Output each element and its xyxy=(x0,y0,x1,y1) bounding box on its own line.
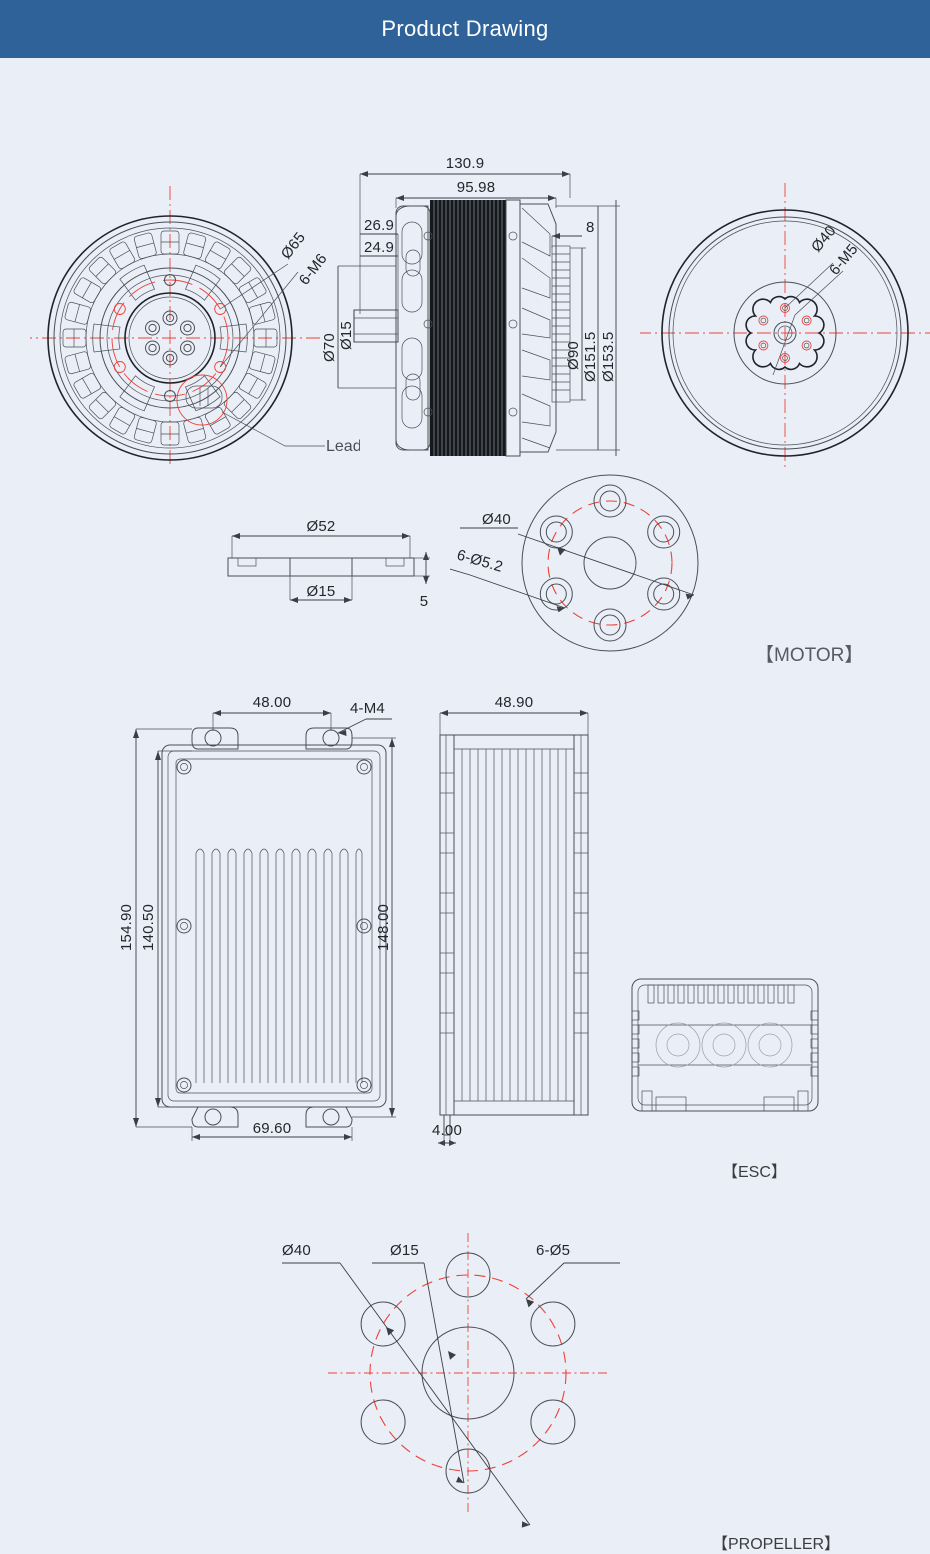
dim-shaft-step-b-text: 24.9 xyxy=(364,239,394,256)
drawing-sheet: Ø65 6-M6 Lead xyxy=(0,58,930,1553)
dim-esc-depth xyxy=(439,710,589,735)
dim-adapter-bore-dia-text: Ø15 xyxy=(307,583,336,600)
dim-esc-mount-span-text: 48.00 xyxy=(253,694,292,711)
dim-esc-body-height-text: 140.50 xyxy=(140,904,157,951)
dim-mid-dia-text: Ø151.5 xyxy=(582,332,599,382)
dim-overall-length-text: 130.9 xyxy=(446,155,485,172)
motor-rear-bolt-circle-label: Ø40 xyxy=(808,222,840,255)
esc-mount-ears xyxy=(191,727,353,750)
dim-esc-tab-thickness-text: 4.00 xyxy=(432,1122,462,1139)
page-header: Product Drawing xyxy=(0,0,930,58)
esc-top-view: 48.00 4-M4 154.90 140.50 148.00 xyxy=(118,694,396,1141)
dim-inner-dia-text: Ø90 xyxy=(565,341,582,370)
dim-fin-depth-text: 8 xyxy=(586,219,595,236)
adapter-face-view: Ø40 6-Ø5.2 xyxy=(450,474,699,652)
motor-front-bolt-circle-label: Ø65 xyxy=(278,229,309,262)
dim-esc-width-text: 69.60 xyxy=(253,1120,292,1137)
dim-esc-inner-height-text: 148.00 xyxy=(375,904,392,951)
esc-fins xyxy=(195,848,363,1083)
dim-overall-length xyxy=(359,171,571,314)
propeller-bore-label: Ø15 xyxy=(390,1242,419,1259)
esc-side-outline xyxy=(439,734,589,1136)
esc-end-view xyxy=(631,978,819,1112)
motor-front-lead-label: Lead xyxy=(326,438,360,455)
dim-outer-dia-text: Ø153.5 xyxy=(600,332,617,382)
propeller-holes-label: 6-Ø5 xyxy=(536,1242,570,1259)
caption-propeller: 【PROPELLER】 xyxy=(712,1536,841,1553)
dim-shaft-dia-text: Ø15 xyxy=(338,321,355,350)
esc-end-outline xyxy=(631,978,819,1112)
esc-side-view: 48.90 4.00 xyxy=(432,694,589,1146)
adapter-plate-section xyxy=(227,557,415,577)
dim-adapter-thickness-text: 5 xyxy=(420,593,429,610)
dim-esc-mount-span xyxy=(212,710,332,731)
dim-flange-dia-text: Ø70 xyxy=(321,333,338,362)
mount-holes xyxy=(113,274,227,402)
propeller-view: Ø40 Ø15 6-Ø5 xyxy=(282,1233,620,1528)
esc-body-outline xyxy=(161,744,387,1128)
motor-front-view: Ø65 6-M6 Lead xyxy=(30,186,360,468)
hub-bosses xyxy=(145,310,195,366)
adapter-bolt-circle-label: Ø40 xyxy=(482,511,511,528)
motor-body xyxy=(353,199,571,457)
propeller-bolt-circle-label: Ø40 xyxy=(282,1242,311,1259)
dim-esc-mount-threads-text: 4-M4 xyxy=(350,700,385,717)
dim-adapter-outer-dia-text: Ø52 xyxy=(307,518,336,535)
dim-shaft-step-a-text: 26.9 xyxy=(364,217,394,234)
dim-esc-overall-height-text: 154.90 xyxy=(118,904,135,951)
motor-side-view: 130.9 95.98 26.9 24.9 8 Ø70 Ø15 xyxy=(321,155,620,457)
dim-body-length-text: 95.98 xyxy=(457,179,496,196)
propeller-holes xyxy=(360,1252,576,1494)
rear-hub-scallop xyxy=(745,295,825,371)
page-title: Product Drawing xyxy=(381,16,549,41)
caption-esc: 【ESC】 xyxy=(722,1164,787,1181)
motor-rear-view: Ø40 6-M5 xyxy=(640,183,930,468)
adapter-section-view: Ø52 Ø15 5 xyxy=(227,518,430,610)
rear-bolt-holes xyxy=(758,303,812,363)
dim-esc-depth-text: 48.90 xyxy=(495,694,534,711)
rotor-vents xyxy=(92,264,248,412)
stator-slots xyxy=(62,230,278,446)
adapter-holes-label: 6-Ø5.2 xyxy=(455,547,505,576)
flange-holes xyxy=(539,484,681,642)
caption-motor: 【MOTOR】 xyxy=(755,645,864,666)
